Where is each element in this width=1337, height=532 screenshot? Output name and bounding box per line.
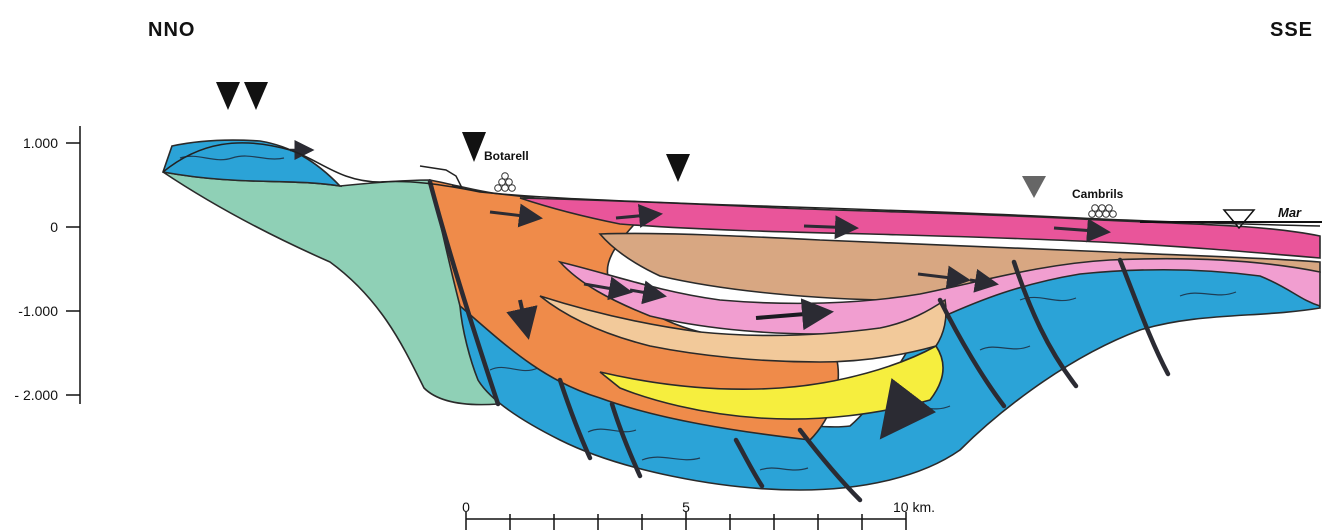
scale-bar: 0 5 10 km.: [462, 499, 935, 530]
triangle-marker-2: [244, 82, 268, 110]
triangle-marker-botarell: [462, 132, 486, 162]
scale-label-10: 10 km.: [893, 499, 935, 515]
triangle-marker-4: [666, 154, 690, 182]
place-label-cambrils: Cambrils: [1072, 187, 1124, 201]
town-marker-botarell: [495, 173, 516, 192]
sea-label: Mar: [1278, 205, 1302, 220]
depth-tick-label-minus-1000: -1.000: [18, 303, 58, 319]
town-marker-cambrils: [1089, 205, 1117, 218]
depth-tick-label-minus-2000: - 2.000: [14, 387, 58, 403]
scale-label-5: 5: [682, 499, 690, 515]
place-label-botarell: Botarell: [484, 149, 529, 163]
orientation-left-label: NNO: [148, 19, 195, 41]
flow-arrow-4: [804, 226, 856, 228]
depth-tick-label-1000: 1.000: [23, 135, 58, 151]
triangle-marker-1: [216, 82, 240, 110]
depth-tick-label-0: 0: [50, 219, 58, 235]
depth-axis: 1.000 0 -1.000 - 2.000: [14, 126, 80, 404]
scale-label-0: 0: [462, 499, 470, 515]
triangle-marker-cambrils: [1022, 176, 1046, 198]
orientation-right-label: SSE: [1270, 19, 1313, 41]
